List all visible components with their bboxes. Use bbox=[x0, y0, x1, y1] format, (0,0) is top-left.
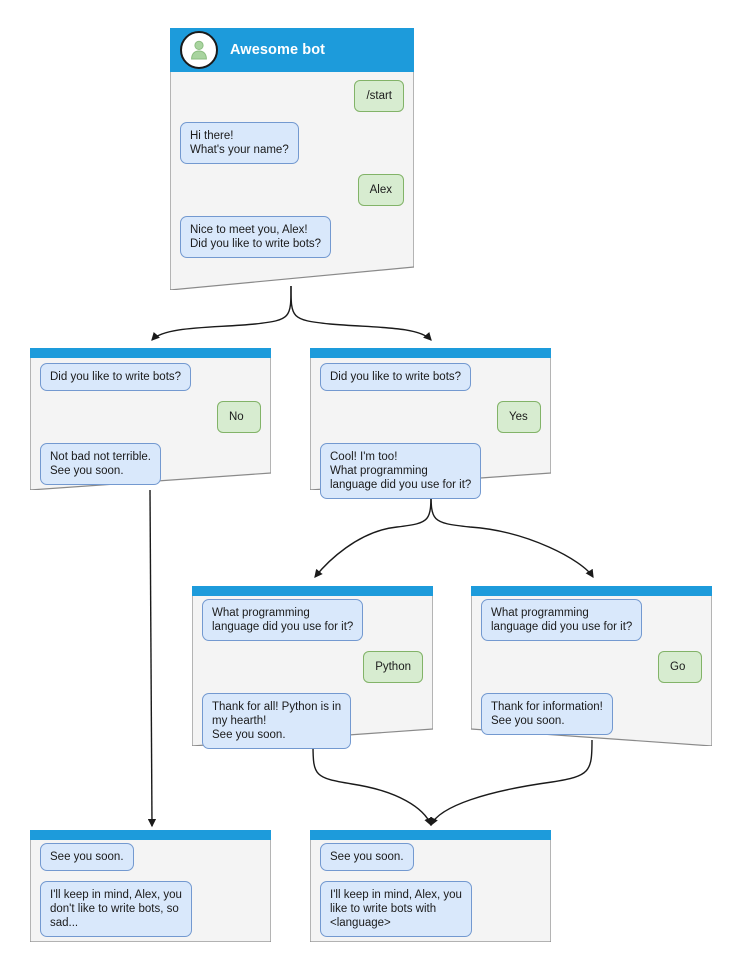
edge-start-to-yes bbox=[290, 285, 432, 341]
node-start[interactable]: Awesome bot /start Hi there! What's your… bbox=[170, 28, 414, 290]
message-row: See you soon. bbox=[40, 843, 261, 871]
node-lang-go[interactable]: What programming language did you use fo… bbox=[471, 586, 712, 746]
node-header-bar bbox=[471, 586, 712, 596]
node-header-bar bbox=[310, 348, 551, 358]
bot-message-bubble: Nice to meet you, Alex! Did you like to … bbox=[180, 216, 332, 258]
message-row: Go bbox=[481, 651, 702, 683]
message-list: See you soon. I'll keep in mind, Alex, y… bbox=[310, 843, 551, 947]
message-row: No bbox=[40, 401, 261, 433]
message-list: See you soon. I'll keep in mind, Alex, y… bbox=[30, 843, 271, 947]
bot-message-bubble: Did you like to write bots? bbox=[40, 363, 192, 391]
node-header-bar bbox=[310, 830, 551, 840]
person-avatar-icon bbox=[180, 31, 218, 69]
message-row: Cool! I'm too! What programming language… bbox=[320, 443, 541, 499]
user-message-bubble: Python bbox=[363, 651, 423, 683]
node-header-bar bbox=[30, 348, 271, 358]
message-list: Did you like to write bots? Yes Cool! I'… bbox=[310, 363, 551, 509]
user-message-bubble: Go bbox=[658, 651, 702, 683]
node-header-bar: Awesome bot bbox=[170, 28, 414, 72]
message-row: Not bad not terrible. See you soon. bbox=[40, 443, 261, 485]
message-row: I'll keep in mind, Alex, you like to wri… bbox=[320, 881, 541, 937]
bot-message-bubble: Thank for all! Python is in my hearth! S… bbox=[202, 693, 352, 749]
message-row: Nice to meet you, Alex! Did you like to … bbox=[180, 216, 404, 258]
message-list: What programming language did you use fo… bbox=[192, 599, 433, 759]
message-row: Did you like to write bots? bbox=[320, 363, 541, 391]
bot-message-bubble: Cool! I'm too! What programming language… bbox=[320, 443, 482, 499]
bot-message-bubble: See you soon. bbox=[320, 843, 414, 871]
node-end-sad[interactable]: See you soon. I'll keep in mind, Alex, y… bbox=[30, 830, 271, 942]
message-list: Did you like to write bots? No Not bad n… bbox=[30, 363, 271, 495]
node-answer-yes[interactable]: Did you like to write bots? Yes Cool! I'… bbox=[310, 348, 551, 499]
bot-name-label: Awesome bot bbox=[230, 42, 326, 58]
bot-message-bubble: See you soon. bbox=[40, 843, 134, 871]
message-row: I'll keep in mind, Alex, you don't like … bbox=[40, 881, 261, 937]
edge-no-to-end-sad bbox=[147, 489, 157, 828]
message-row: Thank for all! Python is in my hearth! S… bbox=[202, 693, 423, 749]
node-end-happy[interactable]: See you soon. I'll keep in mind, Alex, y… bbox=[310, 830, 551, 942]
user-message-bubble: /start bbox=[354, 80, 404, 112]
user-message-bubble: No bbox=[217, 401, 261, 433]
message-row: See you soon. bbox=[320, 843, 541, 871]
edge-go-to-end-happy bbox=[430, 739, 593, 827]
node-header-bar bbox=[192, 586, 433, 596]
message-list: What programming language did you use fo… bbox=[471, 599, 712, 745]
bot-message-bubble: Thank for information! See you soon. bbox=[481, 693, 613, 735]
bot-message-bubble: I'll keep in mind, Alex, you don't like … bbox=[40, 881, 192, 937]
bot-message-bubble: I'll keep in mind, Alex, you like to wri… bbox=[320, 881, 472, 937]
bot-message-bubble: Did you like to write bots? bbox=[320, 363, 472, 391]
bot-message-bubble: Not bad not terrible. See you soon. bbox=[40, 443, 162, 485]
message-row: /start bbox=[180, 80, 404, 112]
bot-message-bubble: Hi there! What's your name? bbox=[180, 122, 299, 164]
user-message-bubble: Alex bbox=[357, 174, 404, 206]
message-row: What programming language did you use fo… bbox=[202, 599, 423, 641]
bot-message-bubble: What programming language did you use fo… bbox=[481, 599, 643, 641]
user-message-bubble: Yes bbox=[497, 401, 541, 433]
edge-start-to-no bbox=[151, 285, 292, 341]
message-row: Alex bbox=[180, 174, 404, 206]
message-row: Thank for information! See you soon. bbox=[481, 693, 702, 735]
node-answer-no[interactable]: Did you like to write bots? No Not bad n… bbox=[30, 348, 271, 490]
node-header-bar bbox=[30, 830, 271, 840]
message-row: Yes bbox=[320, 401, 541, 433]
message-row: Python bbox=[202, 651, 423, 683]
message-row: Did you like to write bots? bbox=[40, 363, 261, 391]
node-lang-python[interactable]: What programming language did you use fo… bbox=[192, 586, 433, 749]
bot-message-bubble: What programming language did you use fo… bbox=[202, 599, 364, 641]
message-list: /start Hi there! What's your name? Alex … bbox=[170, 80, 414, 268]
message-row: Hi there! What's your name? bbox=[180, 122, 404, 164]
message-row: What programming language did you use fo… bbox=[481, 599, 702, 641]
